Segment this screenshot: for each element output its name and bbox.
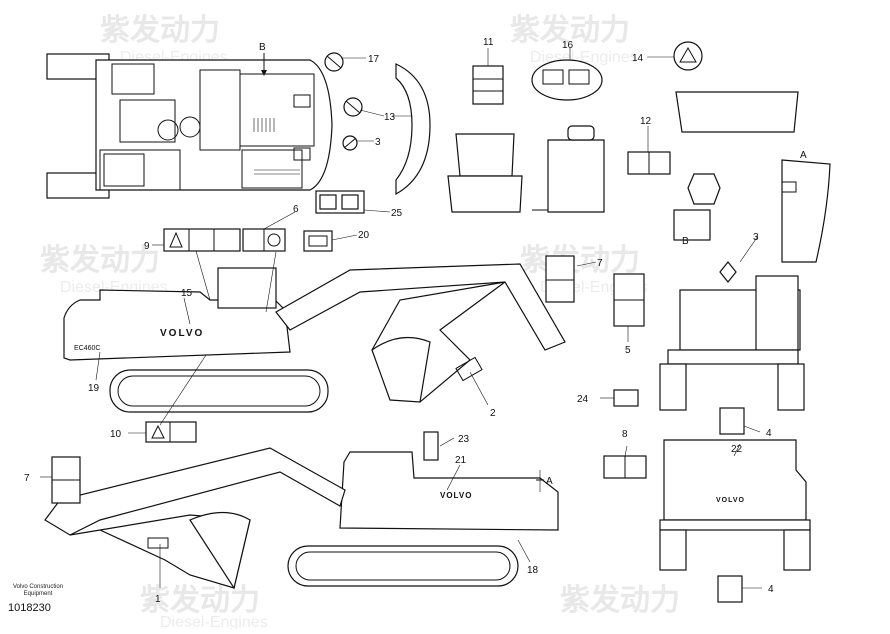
callout-6: 6 <box>293 204 299 215</box>
decal-13 <box>343 97 363 117</box>
svg-text:Diesel-Engines: Diesel-Engines <box>160 614 268 629</box>
callout-5: 5 <box>625 345 631 356</box>
decal-7-right <box>545 255 575 303</box>
counterweight-part <box>395 63 431 196</box>
callout-2: 2 <box>490 408 496 419</box>
excavator-rear-view <box>659 261 805 411</box>
callout-20: 20 <box>358 230 370 241</box>
decal-6 <box>242 228 286 252</box>
excavator-rear-view-2: VOLVO <box>659 439 811 571</box>
decal-3-top <box>342 135 358 151</box>
callout-4b: 4 <box>768 584 774 595</box>
callout-23: 23 <box>458 434 470 445</box>
callout-1: 1 <box>155 594 161 605</box>
decal-25 <box>315 190 365 214</box>
decal-12 <box>627 151 721 241</box>
callout-4a: 4 <box>766 428 772 439</box>
callout-18: 18 <box>527 565 539 576</box>
callout-13: 13 <box>384 112 396 123</box>
callout-10: 10 <box>110 429 122 440</box>
reference-number: 1018230 <box>8 602 51 614</box>
view-b-label: B <box>259 42 266 53</box>
svg-text:VOLVO: VOLVO <box>716 497 745 504</box>
machine-top-view: B <box>46 42 333 199</box>
callout-24: 24 <box>577 394 589 405</box>
svg-text:VOLVO: VOLVO <box>440 491 472 500</box>
callout-11: 11 <box>483 37 494 48</box>
view-a-label: A <box>800 150 807 161</box>
callout-9: 9 <box>144 241 150 252</box>
callout-15: 15 <box>181 288 193 299</box>
svg-text:紫发动力: 紫发动力 <box>560 584 680 617</box>
svg-text:紫发动力: 紫发动力 <box>100 14 220 47</box>
callout-7b: 7 <box>24 473 30 484</box>
callout-25: 25 <box>391 208 403 219</box>
decal-5 <box>613 273 645 327</box>
callout-22: 22 <box>731 444 743 455</box>
decal-20 <box>303 230 333 252</box>
svg-text:EC460C: EC460C <box>74 345 100 352</box>
decal-4-top <box>719 407 745 435</box>
decal-10 <box>145 421 197 443</box>
company-caption: Volvo Construction Equipment <box>12 584 64 597</box>
callout-16: 16 <box>562 40 574 51</box>
decal-23 <box>423 431 439 461</box>
decal-4-bottom <box>717 575 743 603</box>
decal-8 <box>603 455 647 479</box>
excavator-side-view-2: VOLVO <box>44 447 559 590</box>
svg-text:紫发动力: 紫发动力 <box>510 14 630 47</box>
decal-14 <box>673 41 799 133</box>
view-b-cab-label: B <box>682 236 689 247</box>
svg-text:紫发动力: 紫发动力 <box>140 584 260 617</box>
svg-text:紫发动力: 紫发动力 <box>40 244 160 277</box>
decal-16 <box>531 59 605 213</box>
decal-17 <box>324 52 344 72</box>
callout-3b: 3 <box>753 232 759 243</box>
decal-7-left <box>51 456 81 504</box>
callout-numbers: 1 2 3 3 4 4 5 6 7 7 8 9 10 11 12 13 14 1… <box>24 37 807 605</box>
view-a-side-label: A <box>546 476 553 487</box>
decal-24 <box>613 389 639 407</box>
svg-text:紫发动力: 紫发动力 <box>520 244 640 277</box>
callout-7a: 7 <box>597 258 603 269</box>
callout-17: 17 <box>368 54 380 65</box>
callout-14: 14 <box>632 53 644 64</box>
callout-3a: 3 <box>375 137 381 148</box>
decal-11 <box>447 65 523 213</box>
window-part-a <box>781 159 831 263</box>
decal-9 <box>163 228 241 252</box>
callout-8: 8 <box>622 429 628 440</box>
callout-19: 19 <box>88 383 100 394</box>
callout-12: 12 <box>640 116 652 127</box>
excavator-side-view-1: VOLVO EC460C <box>63 263 566 413</box>
leader-lines <box>40 48 762 589</box>
svg-text:VOLVO: VOLVO <box>160 328 204 339</box>
callout-21: 21 <box>455 455 467 466</box>
